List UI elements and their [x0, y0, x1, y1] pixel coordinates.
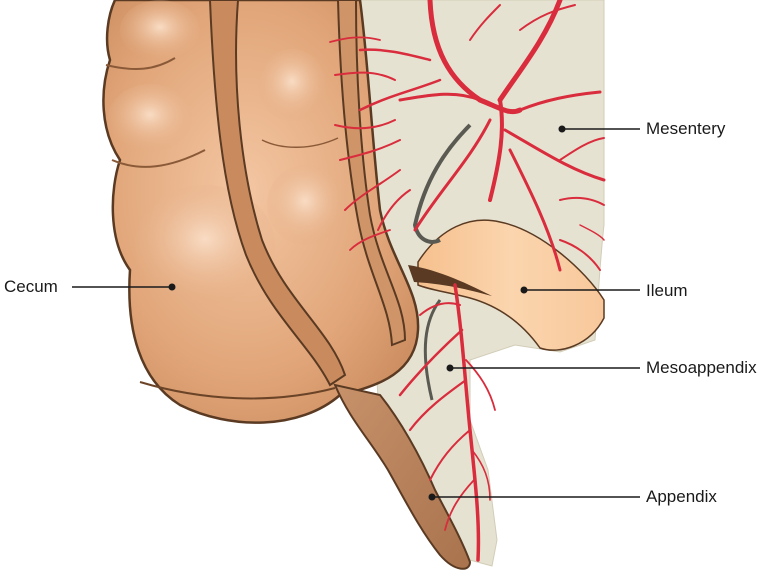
label-mesoappendix: Mesoappendix: [646, 358, 757, 378]
label-appendix: Appendix: [646, 487, 717, 507]
label-ileum: Ileum: [646, 281, 688, 301]
leader-dot-icon: [521, 287, 528, 294]
leader-dot-icon: [169, 284, 176, 291]
haustrum-right-upper: [258, 49, 326, 121]
haustrum-mid: [108, 84, 192, 152]
leader-dot-icon: [429, 494, 436, 501]
leader-dot-icon: [559, 126, 566, 133]
haustrum-upper: [120, 0, 200, 60]
label-cecum: Cecum: [4, 277, 58, 297]
haustrum-right-lower: [267, 165, 343, 245]
label-mesentery: Mesentery: [646, 119, 725, 139]
leader-dot-icon: [447, 365, 454, 372]
